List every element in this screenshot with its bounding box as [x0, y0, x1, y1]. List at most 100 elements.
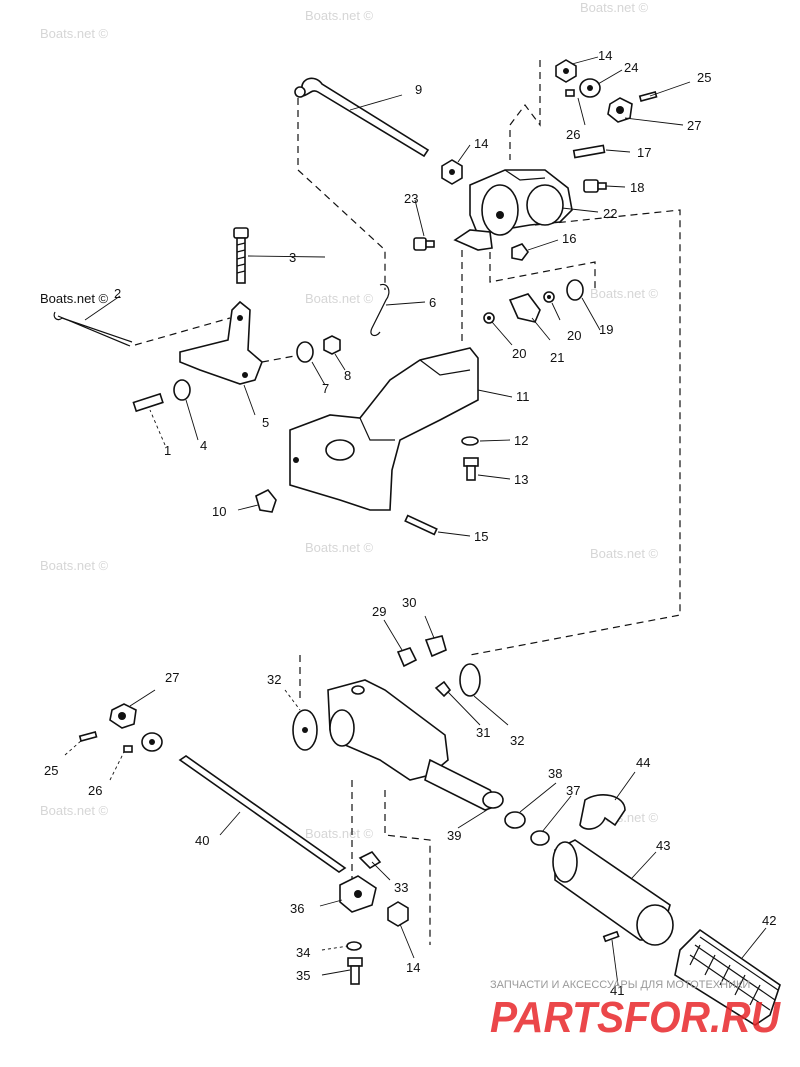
callout-15: 15: [474, 529, 488, 544]
callout-27: 27: [165, 670, 179, 685]
part-14-nut: [555, 59, 577, 83]
leader-lines: [64, 56, 767, 986]
watermark: Boats.net ©: [40, 803, 109, 818]
brand-tagline: ЗАПЧАСТИ И АКСЕССУАРЫ ДЛЯ МОТОТЕХНИКИ: [490, 979, 750, 991]
part-8-nut: [323, 335, 341, 355]
part-14-nut: [441, 159, 463, 185]
part-1-bolt: [132, 392, 164, 413]
callout-31: 31: [476, 725, 490, 740]
part-27-ball-socket: [607, 97, 633, 123]
callout-14: 14: [474, 136, 488, 151]
callout-labels: 9 14 24 25 26 27 17 14 23 18 22 16 3 2 6…: [44, 48, 776, 998]
part-35-screw: [347, 957, 363, 985]
callout-14: 14: [406, 960, 420, 975]
callout-39: 39: [447, 828, 461, 843]
part-24-fitting: [565, 78, 601, 98]
callout-5: 5: [262, 415, 269, 430]
callout-21: 21: [550, 350, 564, 365]
callout-8: 8: [344, 368, 351, 383]
callout-13: 13: [514, 472, 528, 487]
watermark-dark: Boats.net ©: [40, 291, 109, 306]
callout-34: 34: [296, 945, 310, 960]
callout-9: 9: [415, 82, 422, 97]
callout-1: 1: [164, 443, 171, 458]
callout-27: 27: [687, 118, 701, 133]
callout-22: 22: [603, 206, 617, 221]
callout-18: 18: [630, 180, 644, 195]
part-32-washer: [459, 663, 481, 697]
callout-40: 40: [195, 833, 209, 848]
part-19-ring: [566, 279, 584, 301]
watermark: Boats.net ©: [305, 291, 374, 306]
watermark: Boats.net ©: [40, 26, 109, 41]
part-21-connector: [508, 293, 541, 323]
callout-25: 25: [44, 763, 58, 778]
tiller-housing: [327, 679, 504, 811]
callout-20: 20: [567, 328, 581, 343]
callout-3: 3: [289, 250, 296, 265]
part-2-rod: [53, 311, 133, 343]
watermark: Boats.net ©: [590, 546, 659, 561]
callout-11: 11: [516, 389, 530, 404]
part-25-pin: [638, 91, 658, 102]
watermark: Boats.net ©: [590, 286, 659, 301]
part-11-lever-housing: [289, 347, 479, 511]
callout-44: 44: [636, 755, 650, 770]
part-44-collar: [579, 794, 626, 830]
part-29-nut: [396, 647, 418, 668]
callout-42: 42: [762, 913, 776, 928]
watermark: Boats.net ©: [305, 826, 374, 841]
part-18-screw: [583, 179, 607, 193]
callout-4: 4: [200, 438, 207, 453]
part-5-bracket: [179, 300, 263, 385]
callout-7: 7: [322, 381, 329, 396]
callout-16: 16: [562, 231, 576, 246]
part-13-screw: [463, 457, 479, 481]
part-37-ring: [530, 830, 550, 846]
assembly-dashed-lines: [134, 60, 681, 945]
callout-29: 29: [372, 604, 386, 619]
callout-25: 25: [697, 70, 711, 85]
part-15-pin: [404, 514, 438, 536]
part-26-fitting: [123, 732, 163, 753]
part-40-rod: [178, 755, 347, 873]
washer-hole: [302, 727, 308, 733]
callout-23: 23: [404, 191, 418, 206]
part-33-clip: [358, 850, 382, 870]
callout-19: 19: [599, 322, 613, 337]
callout-2: 2: [114, 286, 121, 301]
callout-36: 36: [290, 901, 304, 916]
part-23-screw: [413, 237, 435, 251]
callout-41: 41: [610, 983, 624, 998]
part-4-washer: [173, 379, 191, 401]
part-17-pin: [572, 144, 606, 159]
callout-33: 33: [394, 880, 408, 895]
part-38-ring: [504, 811, 526, 829]
part-22-housing: [453, 169, 573, 251]
callout-38: 38: [548, 766, 562, 781]
watermark: Boats.net ©: [305, 540, 374, 555]
watermark: Boats.net ©: [305, 8, 374, 23]
watermarks: Boats.net © Boats.net © Boats.net © Boat…: [40, 0, 659, 841]
part-16-clip: [511, 243, 529, 261]
brand-name: PARTSFOR.RU: [490, 993, 781, 1042]
part-27-ball-socket: [109, 703, 137, 729]
callout-26: 26: [88, 783, 102, 798]
part-20-nut: [543, 291, 555, 303]
callout-6: 6: [429, 295, 436, 310]
part-34-washer: [346, 941, 362, 951]
part-10-bushing: [255, 488, 277, 513]
callout-35: 35: [296, 968, 310, 983]
callout-14: 14: [598, 48, 612, 63]
part-12-washer: [461, 436, 479, 446]
part-20-nut: [483, 312, 495, 324]
part-6-link: [370, 283, 390, 337]
part-14-nut: [387, 901, 409, 927]
callout-32: 32: [510, 733, 524, 748]
watermark: Boats.net ©: [580, 0, 649, 15]
brand-watermark: ЗАПЧАСТИ И АКСЕССУАРЫ ДЛЯ МОТОТЕХНИКИ PA…: [490, 979, 781, 1042]
part-2-rod-edge: [57, 315, 131, 347]
part-7-washer: [296, 341, 314, 363]
part-9-rod: [294, 77, 430, 158]
